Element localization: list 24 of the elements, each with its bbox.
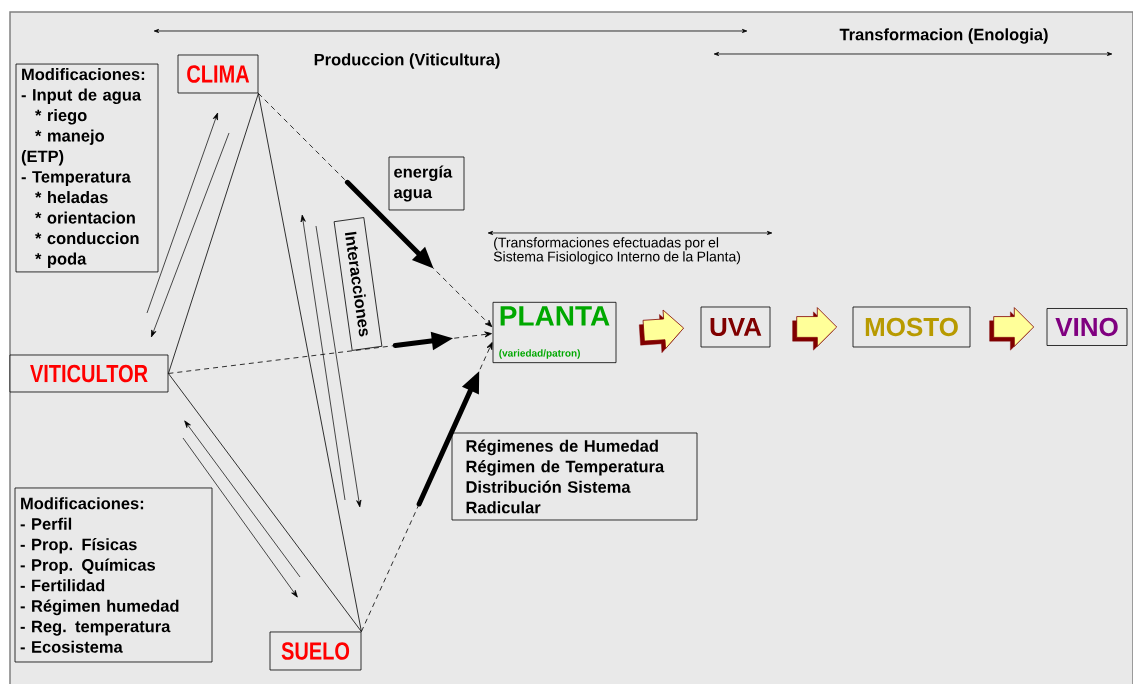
factor-box: CLIMA: [177, 54, 259, 94]
stage-box: MOSTO: [852, 306, 971, 348]
connector-line: [168, 93, 259, 374]
block-arrow: [989, 307, 1035, 351]
block-arrow: [792, 307, 838, 351]
stage-box: VINO: [1046, 308, 1128, 346]
connector-line: [258, 93, 362, 632]
rotated-label-box: Interacciones: [333, 217, 383, 351]
notes-box: Modificaciones: - Input de agua * riego * manejo (ETP) - Temperatura * heladas * orientacion * conduccion * poda: [15, 63, 159, 273]
note-text: (Transformaciones efectuadas por el Sistema Fisiologico Interno de la Planta): [493, 237, 741, 265]
factor-box: SUELO: [269, 631, 362, 671]
connector-line: [258, 93, 493, 328]
section-label: Transformacion (Enologia): [839, 28, 1048, 44]
stage-box: UVA: [700, 306, 771, 348]
factor-box: VITICULTOR: [9, 354, 169, 393]
connector-line: [168, 331, 492, 374]
text-box: energía agua: [388, 156, 465, 211]
stage-box: PLANTA (variedad/patron): [492, 301, 617, 364]
text-box: Régimenes de Humedad Régimen de Temperatura Distribución Sistema Radicular: [451, 432, 698, 521]
connector-line: [361, 342, 493, 632]
connector-line: [168, 373, 362, 632]
section-label: Produccion (Viticultura): [314, 53, 500, 69]
notes-box: Modificaciones: - Perfil - Prop. Físicas - Prop. Químicas - Fertilidad - Régimen humedad - Reg. temperatura - Ecosistema: [14, 487, 213, 663]
block-arrow: [639, 309, 685, 353]
